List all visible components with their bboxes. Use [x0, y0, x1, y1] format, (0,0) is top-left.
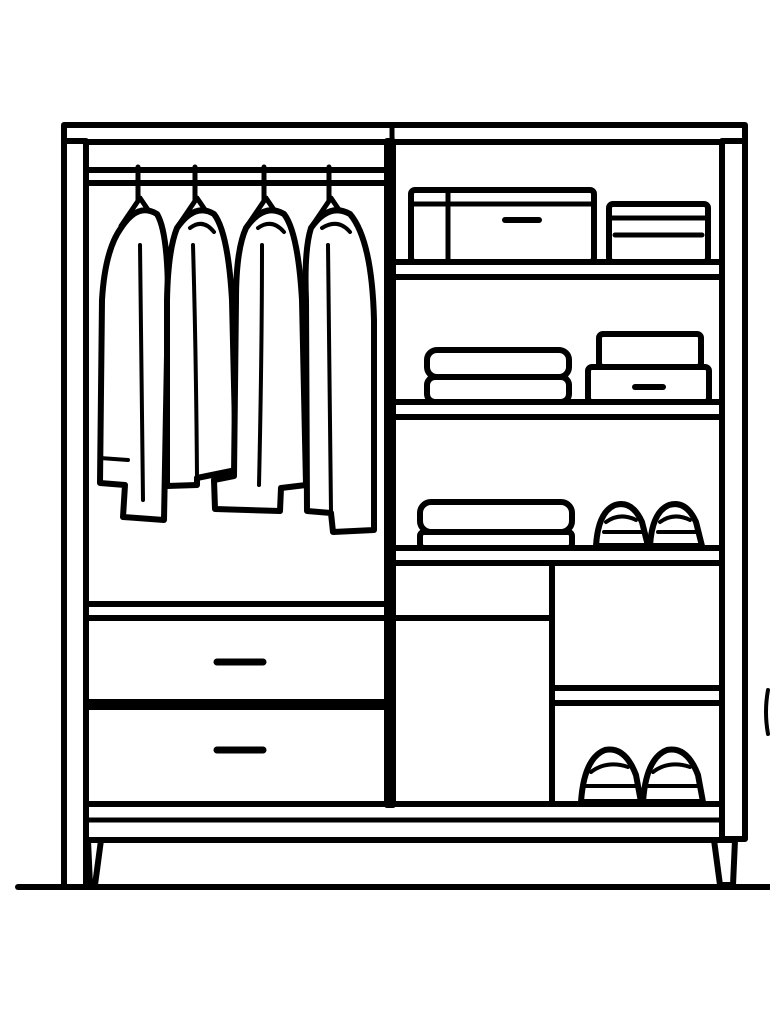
- garment-2: [164, 207, 239, 489]
- lower-left-top-panel: [390, 560, 555, 621]
- box-icon: [596, 331, 704, 370]
- jacket-icon: [164, 207, 239, 489]
- garment-3: [211, 207, 309, 514]
- center-divider: [384, 138, 396, 808]
- storage-box-small: [606, 201, 711, 265]
- drawer-1[interactable]: [83, 615, 390, 705]
- hanging-rail: [83, 167, 390, 186]
- box-icon: [408, 187, 597, 265]
- drawer-2[interactable]: [83, 704, 390, 807]
- folded-clothes-icon: [417, 529, 575, 551]
- box-stack: [585, 331, 712, 405]
- shoes-pair-2: [578, 746, 706, 805]
- top-panel: [61, 122, 748, 145]
- cabinet-door-left[interactable]: [390, 615, 555, 807]
- left-leg: [85, 837, 104, 888]
- wardrobe-frame: [61, 122, 748, 890]
- hanging-section: [83, 164, 390, 807]
- lower-right-cabinet[interactable]: [549, 560, 725, 691]
- shoe-icon: [647, 501, 705, 549]
- folded-clothes-icon: [424, 374, 572, 405]
- shelf-section: [390, 187, 725, 807]
- shoe-icon: [593, 501, 651, 549]
- shoes-pair-1: [593, 501, 705, 549]
- jacket-icon: [302, 207, 377, 535]
- garment-1: [97, 207, 171, 523]
- left-side-panel: [61, 138, 89, 890]
- folded-stack-1: [424, 347, 572, 405]
- shoe-icon: [578, 746, 644, 805]
- folded-clothes-icon: [424, 347, 572, 380]
- folded-clothes-icon: [417, 499, 575, 535]
- right-leg: [711, 837, 738, 888]
- folded-stack-2: [417, 499, 575, 551]
- right-side-panel: [719, 138, 748, 842]
- shoe-icon: [640, 746, 706, 805]
- garment-4: [302, 207, 377, 535]
- storage-box-large: [408, 187, 597, 265]
- jacket-icon: [97, 207, 171, 523]
- lower-shelf: [549, 685, 725, 706]
- wall-edge-mark: [764, 688, 770, 736]
